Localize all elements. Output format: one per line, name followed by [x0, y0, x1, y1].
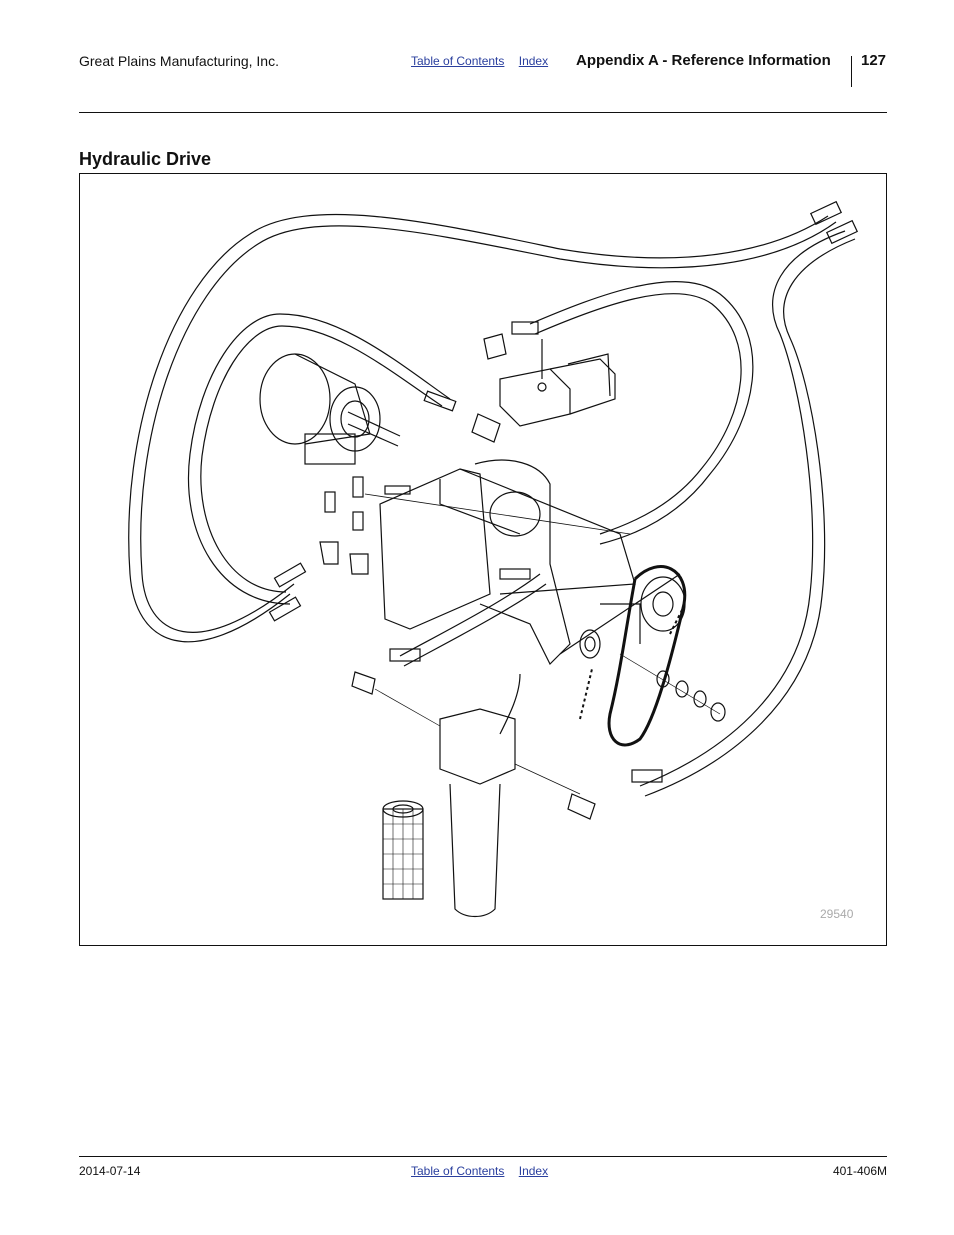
section-title: Appendix A - Reference Information — [576, 52, 831, 69]
hydraulic-drive-figure: 29540 — [79, 173, 887, 946]
footer-rule — [79, 1156, 887, 1157]
header-index-link[interactable]: Index — [518, 54, 549, 68]
filter-element — [382, 800, 424, 900]
page-title: Hydraulic Drive — [79, 149, 212, 169]
company-name: Great Plains Manufacturing, Inc. — [79, 53, 279, 69]
footer-toc-link[interactable]: Table of Contents — [411, 1164, 505, 1178]
figure-number: 29540 — [820, 907, 854, 921]
sprocket-chain — [579, 565, 687, 747]
fittings — [319, 321, 663, 820]
header-rule — [79, 112, 887, 113]
exploded-parts-diagram — [128, 200, 859, 918]
document-number: 401-406M — [832, 1164, 887, 1178]
hydraulic-motor — [259, 353, 401, 465]
filter-housing — [374, 688, 581, 918]
page-number: 127 — [861, 52, 887, 69]
hose-right-loop — [639, 230, 856, 797]
footer-date: 2014-07-14 — [79, 1164, 141, 1178]
header-links: Table of Contents Index — [411, 54, 559, 68]
hose-lower — [399, 573, 547, 735]
guide-lines — [579, 603, 686, 720]
footer-index-link[interactable]: Index — [518, 1164, 549, 1178]
hose-outer-loop — [128, 213, 837, 643]
header-toc-link[interactable]: Table of Contents — [411, 54, 505, 68]
mounting-bracket — [364, 459, 681, 666]
footer-links: Table of Contents Index — [411, 1164, 559, 1178]
header-divider — [851, 56, 852, 87]
flow-control-valve — [499, 339, 616, 427]
hose-ends — [268, 200, 859, 622]
hose-mid-loop — [187, 281, 754, 605]
washers-nut — [619, 653, 726, 722]
